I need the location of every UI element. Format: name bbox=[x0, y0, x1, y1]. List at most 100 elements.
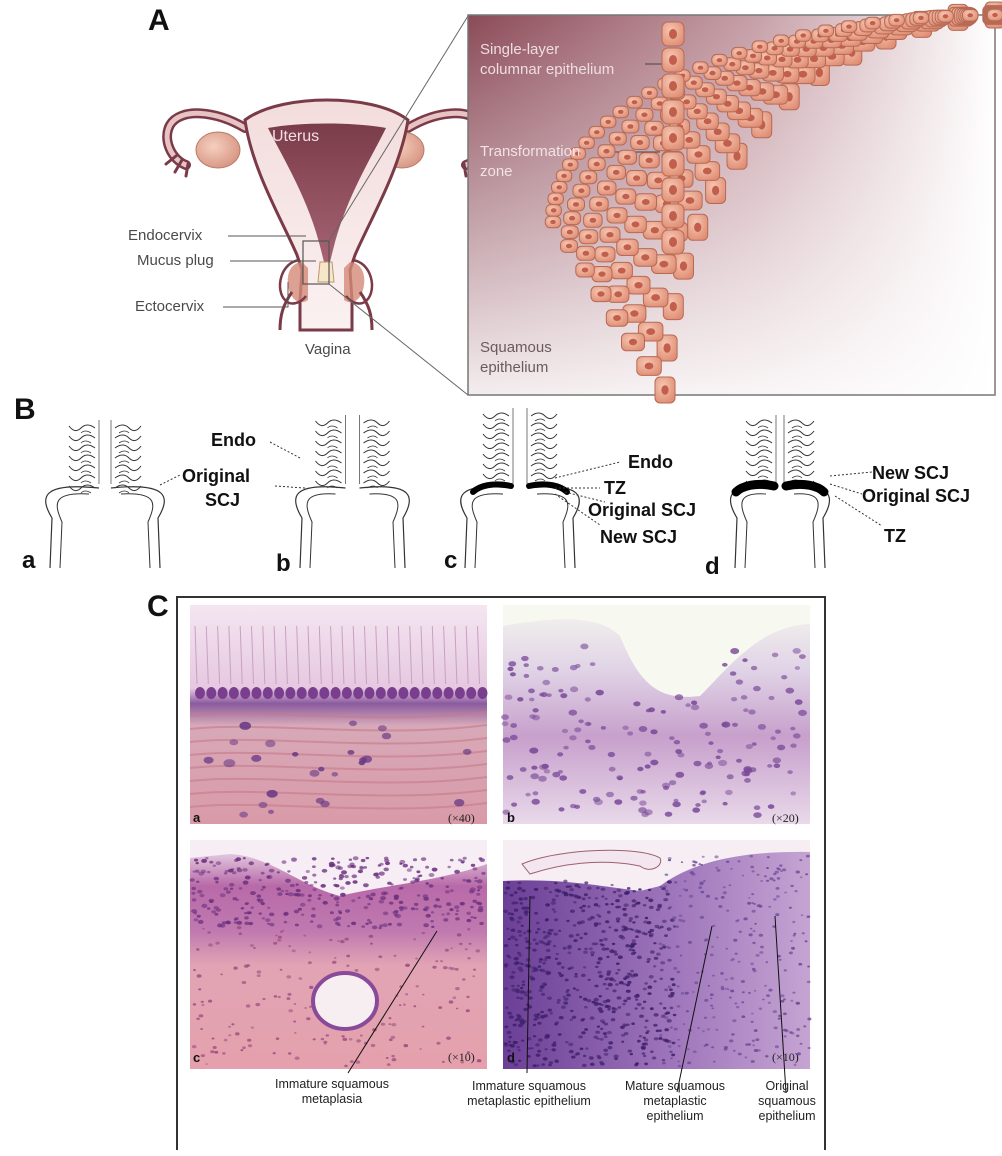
nucleus-dot bbox=[378, 927, 381, 929]
nucleus-dot bbox=[530, 773, 539, 779]
nucleus-dot bbox=[739, 931, 742, 933]
nucleus-dot bbox=[198, 988, 201, 990]
nucleus-dot bbox=[624, 903, 629, 907]
nucleus-dot bbox=[605, 903, 609, 906]
nucleus-dot bbox=[424, 908, 428, 911]
nucleus-dot bbox=[476, 949, 481, 952]
nucleus-dot bbox=[372, 926, 377, 930]
nucleus-dot bbox=[518, 962, 521, 964]
nucleus-dot bbox=[353, 856, 359, 860]
nucleus-dot bbox=[675, 772, 684, 778]
nucleus-dot bbox=[672, 916, 676, 919]
cell-nucleus bbox=[660, 261, 669, 268]
nucleus-dot bbox=[507, 1031, 512, 1034]
nucleus-dot bbox=[685, 992, 689, 995]
nucleus-dot bbox=[417, 894, 420, 896]
nucleus-dot bbox=[210, 1050, 214, 1053]
nucleus-dot bbox=[555, 1021, 559, 1024]
nucleus-dot bbox=[335, 884, 340, 887]
nucleus-dot bbox=[697, 1027, 700, 1029]
nucleus-dot bbox=[246, 1004, 250, 1007]
nucleus-dot bbox=[626, 990, 631, 993]
nucleus-dot bbox=[634, 929, 639, 932]
nucleus-dot bbox=[660, 961, 665, 964]
cervix-outline-inner bbox=[121, 494, 153, 568]
nucleus-dot bbox=[667, 1019, 672, 1023]
nucleus-dot bbox=[687, 1061, 691, 1064]
nucleus-dot bbox=[692, 807, 700, 812]
nucleus-dot bbox=[677, 1061, 680, 1063]
cervix-outline-inner bbox=[472, 494, 503, 568]
nucleus-dot bbox=[356, 1061, 361, 1064]
nucleus-dot bbox=[553, 911, 556, 913]
cell-nucleus bbox=[604, 186, 611, 191]
nucleus-dot bbox=[639, 800, 647, 805]
nucleus-dot bbox=[349, 859, 352, 861]
nucleus-dot bbox=[193, 1003, 196, 1005]
nucleus-dot bbox=[635, 1007, 638, 1009]
nucleus-dot bbox=[603, 1000, 608, 1003]
crypt bbox=[746, 470, 772, 476]
nucleus-dot bbox=[795, 699, 803, 705]
cell-nucleus bbox=[755, 68, 762, 73]
nucleus-dot bbox=[224, 1039, 228, 1042]
nucleus-dot bbox=[678, 1045, 681, 1047]
nucleus-dot bbox=[738, 1053, 742, 1056]
nucleus-dot bbox=[612, 943, 615, 945]
nucleus-dot bbox=[378, 955, 382, 958]
nucleus-dot bbox=[675, 749, 682, 754]
nucleus-dot bbox=[668, 859, 671, 861]
nucleus-dot bbox=[296, 893, 301, 897]
nucleus-dot bbox=[692, 860, 695, 862]
nucleus-dot bbox=[613, 950, 617, 953]
nucleus-dot bbox=[662, 1059, 665, 1061]
nucleus-dot bbox=[712, 925, 715, 927]
crypt bbox=[364, 430, 390, 436]
nucleus-dot bbox=[200, 894, 205, 897]
nucleus-dot bbox=[389, 902, 393, 905]
crypt bbox=[115, 465, 141, 471]
nucleus-dot bbox=[714, 855, 718, 858]
nucleus-dot bbox=[285, 879, 291, 883]
nucleus-dot bbox=[555, 895, 559, 898]
nucleus-dot bbox=[580, 1048, 584, 1051]
nucleus-dot bbox=[554, 918, 558, 921]
crypt bbox=[119, 441, 129, 443]
nucleus-dot bbox=[573, 901, 576, 903]
nucleus bbox=[263, 687, 273, 699]
nucleus-dot bbox=[533, 1064, 537, 1067]
nucleus-dot bbox=[511, 803, 517, 807]
nucleus-dot bbox=[262, 998, 265, 1000]
nucleus-dot bbox=[215, 942, 219, 945]
nucleus-dot bbox=[607, 911, 611, 914]
nucleus-dot bbox=[194, 912, 198, 915]
nucleus-dot bbox=[633, 890, 636, 892]
nucleus-dot bbox=[635, 999, 638, 1001]
nucleus-dot bbox=[675, 694, 683, 700]
nucleus-dot bbox=[379, 872, 385, 876]
crypt bbox=[758, 456, 768, 458]
nucleus-dot bbox=[380, 896, 386, 900]
crypt bbox=[746, 440, 772, 446]
cell-nucleus bbox=[606, 232, 613, 237]
nucleus-dot bbox=[710, 954, 714, 957]
c-mag-a: (×40) bbox=[448, 811, 475, 826]
nucleus-dot bbox=[643, 1001, 646, 1003]
nucleus-dot bbox=[753, 686, 761, 691]
c-sub-a: a bbox=[193, 810, 200, 825]
caption-mature-1: Mature squamous bbox=[610, 1079, 740, 1094]
nucleus-dot bbox=[194, 859, 198, 862]
b-a-original-scj-2: SCJ bbox=[205, 490, 240, 510]
nucleus-dot bbox=[781, 675, 787, 679]
nucleus-dot bbox=[347, 925, 350, 927]
nucleus-dot bbox=[793, 648, 801, 654]
nucleus-dot bbox=[744, 772, 750, 776]
nucleus-dot bbox=[766, 867, 769, 869]
squamous-label-2: epithelium bbox=[480, 359, 548, 377]
nucleus-dot bbox=[584, 948, 588, 951]
nucleus-dot bbox=[592, 1001, 596, 1004]
nucleus-dot bbox=[507, 667, 513, 671]
nucleus-dot bbox=[674, 881, 677, 883]
nucleus-dot bbox=[376, 876, 380, 879]
crypt bbox=[316, 430, 342, 436]
